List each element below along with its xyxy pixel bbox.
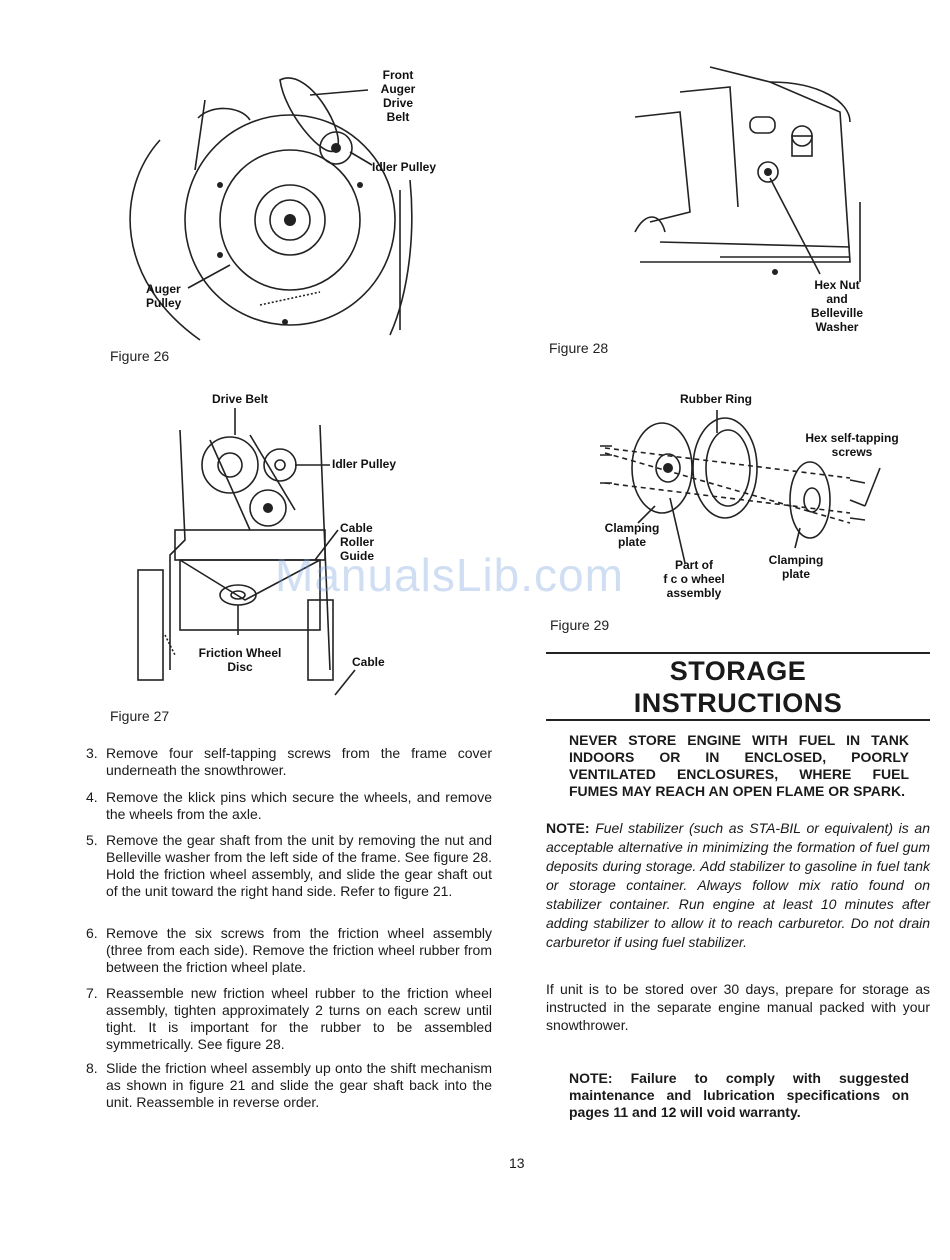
label-friction-wheel-disc: Friction Wheel Disc (198, 646, 282, 674)
figure-27: Drive Belt Idler Pulley Cable Roller Gui… (130, 390, 430, 700)
figure-28-illustration (634, 66, 861, 282)
label-auger-pulley: Auger Pulley (146, 282, 182, 310)
label-idler-pulley: Idler Pulley (372, 160, 437, 174)
figure-26-caption: Figure 26 (110, 348, 170, 364)
step-8: 8. Slide the friction wheel assembly up … (86, 1060, 492, 1110)
label-hex-self-tapping-screws: Hex self-tapping screws (805, 431, 899, 459)
label-clamping-plate-left: Clamping plate (604, 521, 660, 549)
label-part-of-wheel-assembly: Part of f c o wheel assembly (663, 558, 725, 600)
figure-27-caption: Figure 27 (110, 708, 170, 724)
step-6: 6. Remove the six screws from the fricti… (86, 925, 492, 975)
label-rubber-ring: Rubber Ring (680, 392, 752, 406)
label-cable: Cable (352, 655, 385, 669)
storage-bottom-rule (546, 719, 930, 721)
figure-28-caption: Figure 28 (549, 340, 609, 356)
figure-27-illustration (137, 408, 356, 696)
page-number: 13 (509, 1155, 525, 1171)
label-cable-roller-guide: Cable Roller Guide (340, 521, 375, 563)
storage-paragraph: If unit is to be stored over 30 days, pr… (546, 981, 930, 1033)
label-hex-nut-belleville-washer: Hex Nut and Belleville Washer (810, 278, 864, 334)
storage-top-rule (546, 652, 930, 654)
label-clamping-plate-right: Clamping plate (768, 553, 824, 581)
figure-26: Front Auger Drive Belt Idler Pulley Auge… (110, 60, 450, 350)
fuel-stabilizer-note: NOTE: Fuel stabilizer (such as STA-BIL o… (546, 820, 930, 950)
step-3: 3. Remove four self-tapping screws from … (86, 745, 492, 778)
storage-warning: NEVER STORE ENGINE WITH FUEL IN TANK IND… (569, 732, 909, 799)
step-7: 7. Reassemble new friction wheel rubber … (86, 985, 492, 1052)
figure-29-caption: Figure 29 (550, 617, 610, 633)
step-4: 4. Remove the klick pins which secure th… (86, 789, 492, 822)
figure-26-illustration (129, 77, 413, 341)
storage-title: STORAGE INSTRUCTIONS (633, 656, 843, 718)
warranty-note: NOTE: Failure to comply with suggested m… (569, 1070, 909, 1120)
label-front-auger-drive-belt: Front Auger Drive Belt (380, 68, 416, 124)
step-5: 5. Remove the gear shaft from the unit b… (86, 832, 492, 899)
label-drive-belt: Drive Belt (212, 392, 269, 406)
label-idler-pulley-fig27: Idler Pulley (332, 457, 397, 471)
watermark: ManualsLib.com (275, 549, 624, 601)
figure-29-illustration (600, 410, 881, 564)
figure-28: Hex Nut and Belleville Washer (620, 62, 930, 342)
figure-29: Rubber Ring Hex self-tapping screws Clam… (590, 388, 920, 613)
